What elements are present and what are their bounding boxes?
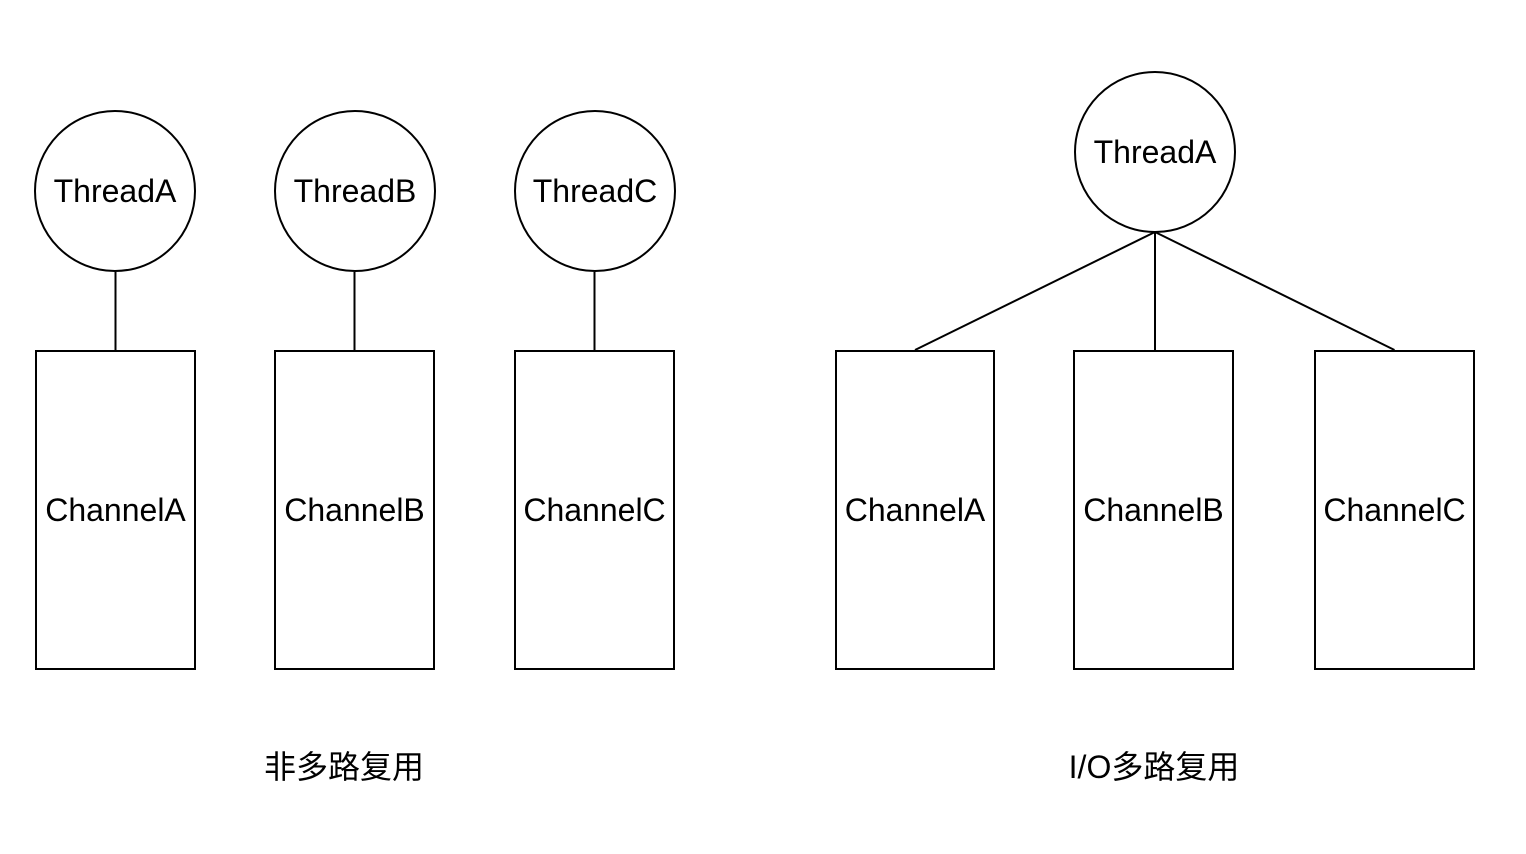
channel-label: ChannelA (844, 491, 986, 528)
channel-node-right-c: ChannelC (1314, 350, 1475, 670)
channel-label: ChannelA (45, 491, 186, 528)
channel-node-right-b: ChannelB (1073, 350, 1234, 670)
channel-label: ChannelB (1083, 491, 1224, 528)
channel-node-left-b: ChannelB (274, 350, 435, 670)
channel-node-right-a: ChannelA (835, 350, 995, 670)
channel-label: ChannelB (284, 491, 425, 528)
caption-io-multiplexed: I/O多路复用 (1068, 748, 1240, 785)
thread-label: ThreadB (293, 172, 417, 209)
thread-label: ThreadC (532, 172, 658, 209)
channel-node-left-a: ChannelA (35, 350, 196, 670)
connector-threadA-channelA-right (914, 231, 1156, 351)
caption-non-multiplexed: 非多路复用 (263, 748, 425, 785)
connector-threadA-channelC-right (1154, 231, 1395, 351)
thread-node-left-c: ThreadC (514, 110, 676, 272)
channel-label: ChannelC (523, 491, 666, 528)
channel-label: ChannelC (1323, 491, 1466, 528)
thread-node-right-a: ThreadA (1074, 71, 1236, 233)
thread-node-left-a: ThreadA (34, 110, 196, 272)
thread-node-left-b: ThreadB (274, 110, 436, 272)
thread-label: ThreadA (53, 172, 177, 209)
channel-node-left-c: ChannelC (514, 350, 675, 670)
thread-label: ThreadA (1093, 133, 1217, 170)
